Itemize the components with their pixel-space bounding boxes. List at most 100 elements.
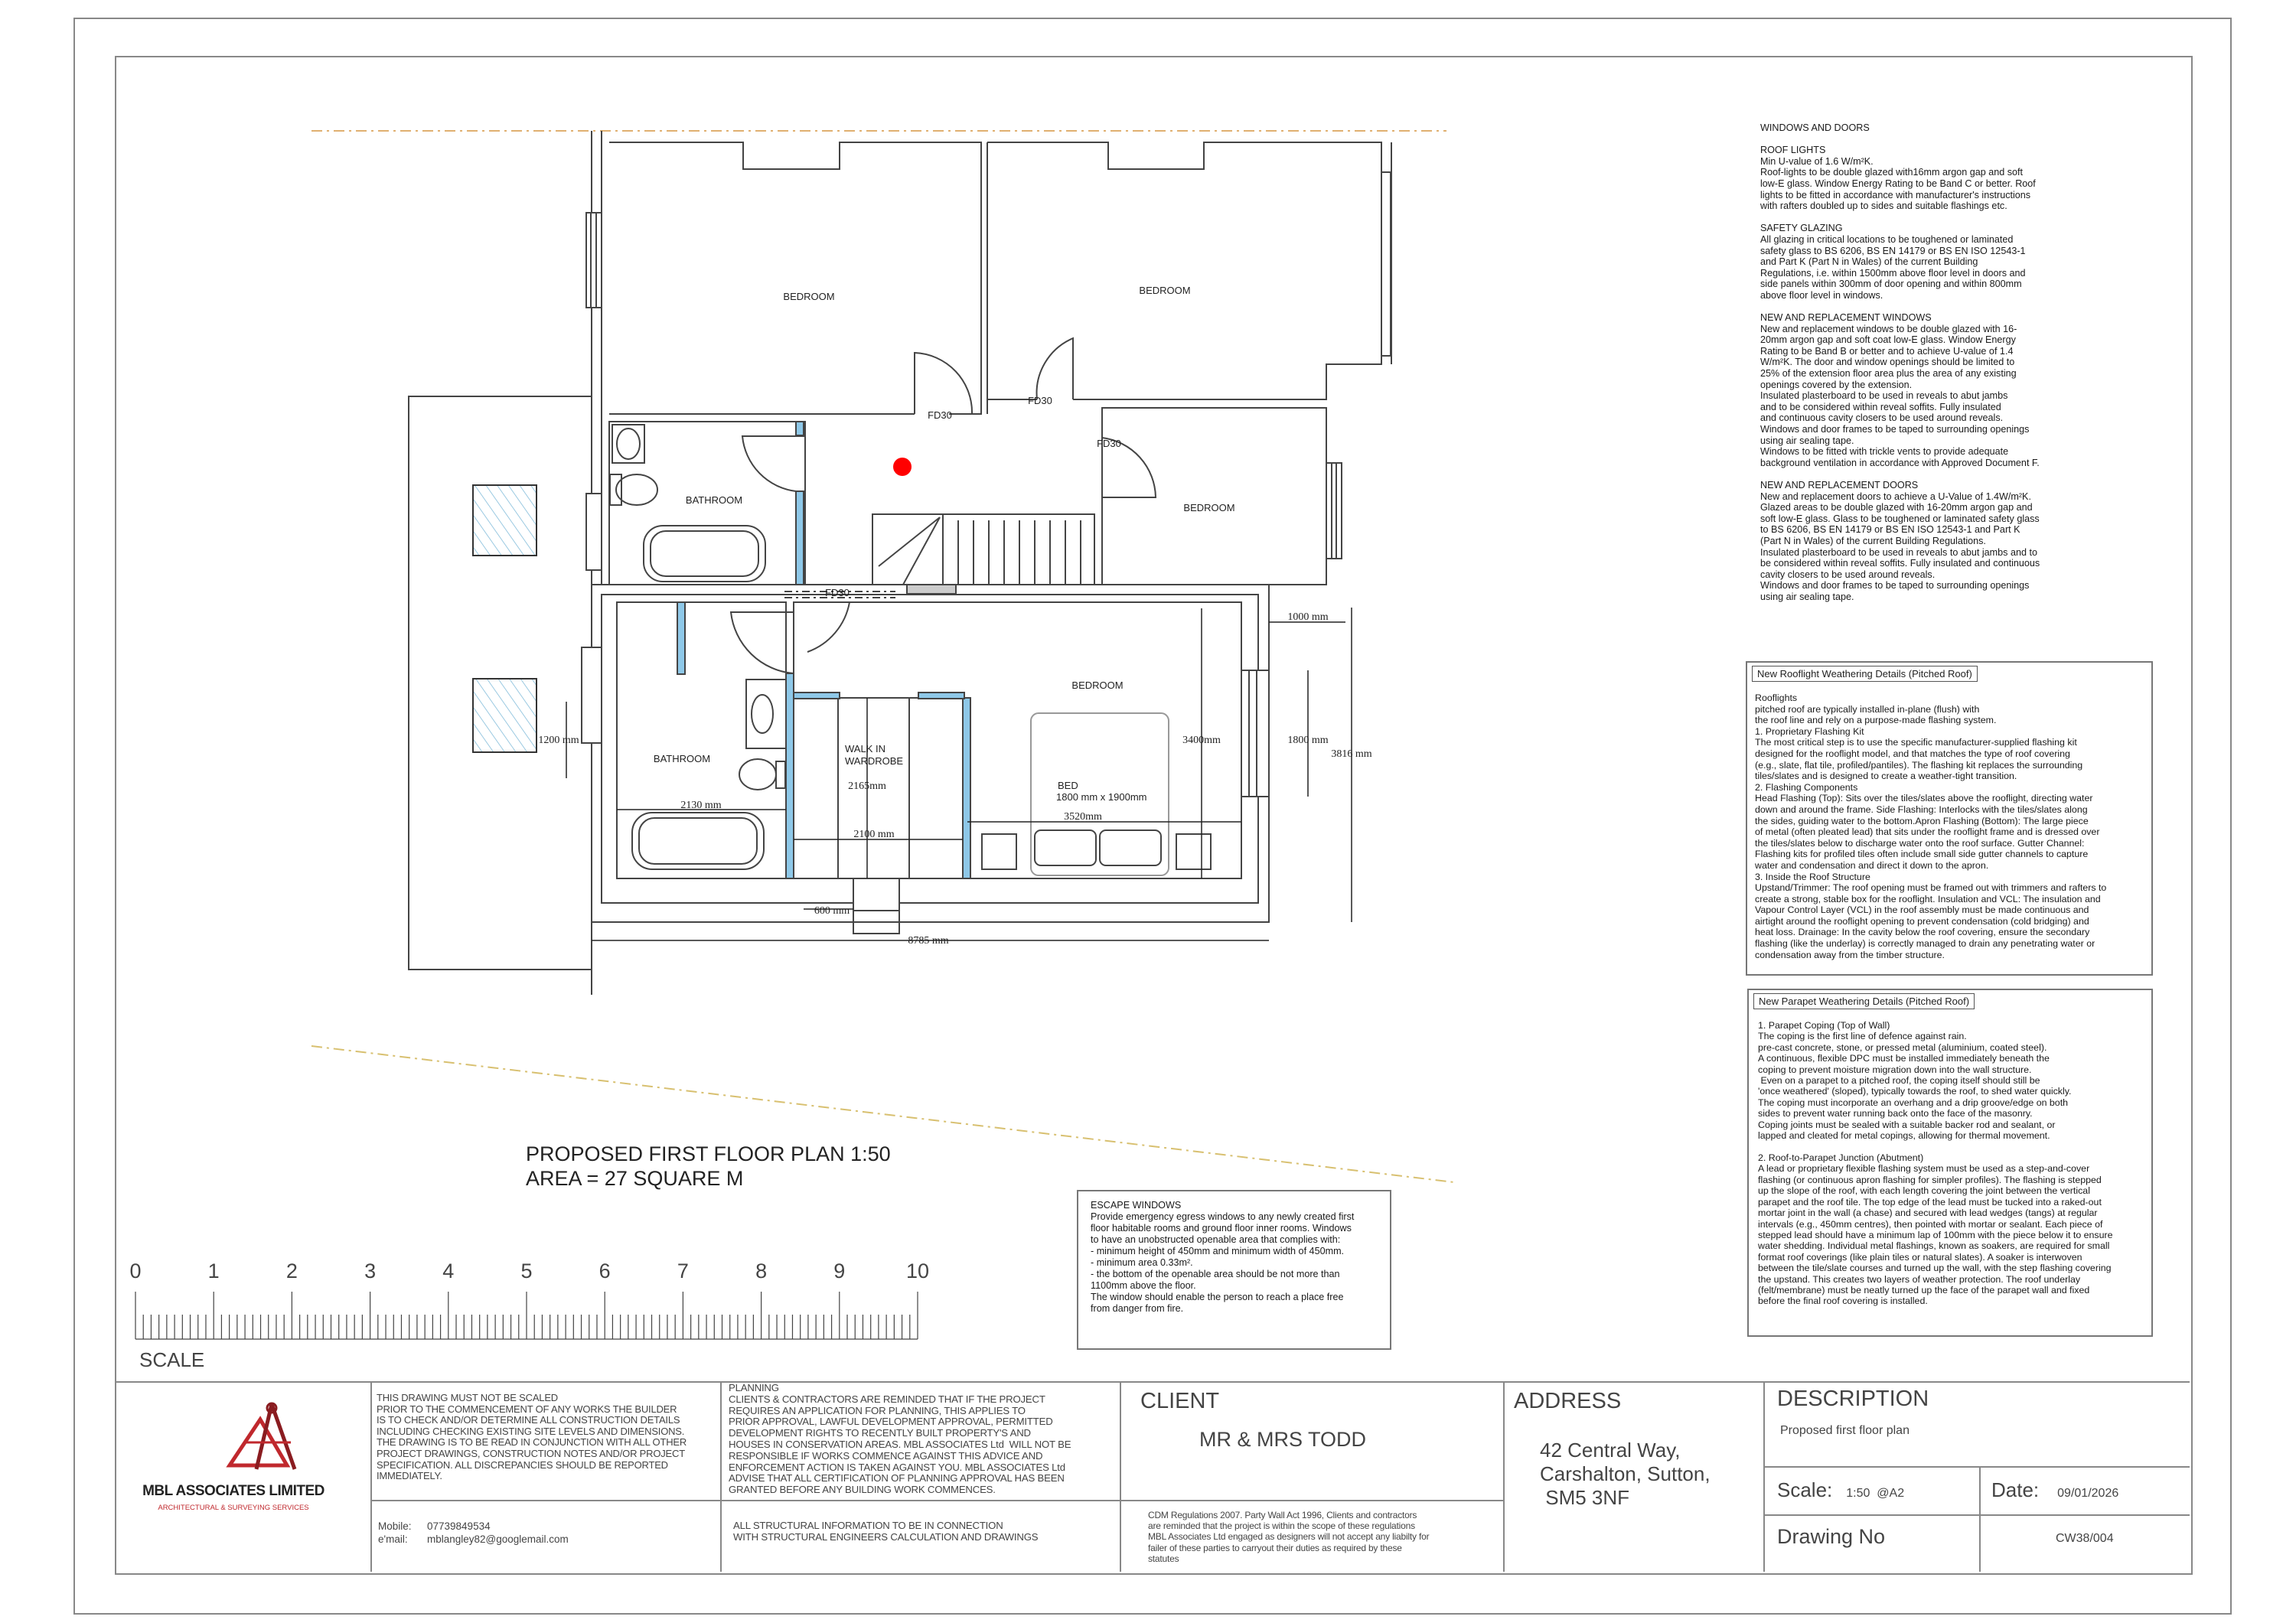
parapet-heading: New Parapet Weathering Details (Pitched …	[1753, 993, 1975, 1009]
text-line: PRIOR APPROVAL, LAWFUL DEVELOPMENT APPRO…	[729, 1416, 1053, 1428]
divider	[1763, 1466, 2190, 1468]
scale-bar-label: SCALE	[139, 1348, 204, 1371]
text-line: the tiles/slates below to discharge wate…	[1755, 837, 2085, 849]
text-line: and to be considered within reveal soffi…	[1760, 401, 2001, 412]
door-swing	[1035, 337, 1074, 400]
text-line: Even on a parapet to a pitched roof, the…	[1758, 1075, 2040, 1087]
door-swing	[729, 611, 794, 674]
door-label: FD30	[1097, 438, 1121, 449]
text-line: condensation away from the timber struct…	[1755, 949, 1945, 960]
text-line: water shedding. Individual metal flashin…	[1758, 1240, 2110, 1252]
client-label: CLIENT	[1140, 1389, 1220, 1413]
text-line: The coping must incorporate an overhang …	[1758, 1097, 2069, 1108]
text-line: up the slope of the roof, with each leng…	[1758, 1185, 2090, 1197]
window	[1241, 670, 1270, 797]
scale-bar-tick-label: 1	[208, 1260, 220, 1282]
scale-bar-tick-label: 8	[755, 1260, 767, 1282]
text-line	[1760, 468, 2040, 480]
escape-windows-box	[1077, 1190, 1391, 1350]
door-label: FD30	[928, 409, 952, 421]
text-line: background ventilation in accordance wit…	[1760, 457, 2040, 468]
text-line: (e.g., slate, flat tile, profiled/pantil…	[1755, 759, 2083, 771]
text-line: A lead or proprietary flexible flashing …	[1758, 1163, 2090, 1175]
bed	[1030, 712, 1169, 876]
text-line: to BS 6206, BS EN 14179 or BS EN ISO 125…	[1760, 524, 2020, 536]
cdm-notice: CDM Regulations 2007. Party Wall Act 199…	[1148, 1510, 1430, 1564]
text-line: pitched roof are typically installed in-…	[1755, 703, 1980, 715]
text-line: stepped lead should have a minimum lap o…	[1758, 1229, 2113, 1240]
text-line: MBL Associates Ltd engaged as designers …	[1148, 1531, 1430, 1543]
text-line: Insulated plasterboard to be used in rev…	[1760, 546, 2037, 558]
bedside-table	[981, 833, 1017, 870]
pillow	[1034, 829, 1097, 866]
parapet-notes-box	[1747, 989, 2153, 1337]
pillow	[1099, 829, 1162, 866]
text-line: 1. Parapet Coping (Top of Wall)	[1758, 1020, 1890, 1031]
company-name: MBL ASSOCIATES LIMITED	[142, 1483, 325, 1499]
door-label: FD30	[1028, 395, 1052, 406]
text-line: to have an unobstructed openable area th…	[1091, 1234, 1341, 1245]
dimension-label: 600 mm	[814, 905, 850, 917]
text-line: Windows and door frames to be taped to s…	[1760, 424, 2030, 435]
address: 42 Central Way,Carshalton, Sutton, SM5 3…	[1540, 1439, 1711, 1510]
text-line: Head Flashing (Top): Sits over the tiles…	[1755, 793, 2093, 804]
text-line: Upstand/Trimmer: The roof opening must b…	[1755, 882, 2107, 894]
text-line: SPECIFICATION. ALL DISCREPANCIES SHOULD …	[377, 1458, 668, 1471]
text-line: Roof-lights to be double glazed with16mm…	[1760, 167, 2024, 178]
text-line: failer of these parties to carryout thei…	[1148, 1542, 1402, 1553]
text-line: sides to prevent water running back onto…	[1758, 1108, 2033, 1119]
scale-bar-tick-label: 5	[520, 1260, 532, 1282]
divider	[370, 1381, 372, 1572]
text-line: safety glass to BS 6206, BS EN 14179 or …	[1760, 245, 2026, 256]
escape-stair	[853, 878, 900, 934]
rooflight-heading: New Rooflight Weathering Details (Pitche…	[1752, 666, 1978, 682]
drawing-no-value: CW38/004	[2056, 1532, 2114, 1545]
sheet-inner-border	[115, 56, 2193, 1575]
room-label: BATHROOM	[654, 753, 710, 764]
bathroom-new-walls	[616, 601, 787, 879]
date-label: Date:	[1991, 1478, 2040, 1501]
text-line: The most critical step is to use the spe…	[1755, 737, 2077, 748]
text-line: Glazed areas to be double glazed with 16…	[1760, 502, 2033, 513]
window	[585, 493, 602, 571]
bedroom-top-left-walls	[609, 142, 982, 415]
partition-wall	[677, 601, 686, 675]
text-line: 2. Flashing Components	[1755, 781, 1858, 793]
company-name-block: MBL ASSOCIATES LIMITED ARCHITECTURAL & S…	[122, 1483, 344, 1512]
divider	[1979, 1466, 1981, 1572]
plan-title: PROPOSED FIRST FLOOR PLAN 1:50	[526, 1142, 891, 1165]
date-value: 09/01/2026	[2057, 1487, 2119, 1500]
staircase	[872, 513, 1095, 595]
text-line: above floor level in windows.	[1760, 289, 1883, 301]
divider	[1763, 1381, 1765, 1572]
text-line: and Part K (Part N in Wales) of the curr…	[1760, 256, 1978, 268]
text-line: 'once weathered' (sloped), typically tow…	[1758, 1086, 2072, 1097]
scale-bar-tick-label: 3	[364, 1260, 376, 1282]
text-line: between the tile/slate courses and turne…	[1758, 1263, 2112, 1274]
text-line: Insulated plasterboard to be used in rev…	[1760, 390, 2008, 402]
divider	[720, 1381, 722, 1572]
bathtub	[631, 812, 765, 870]
text-line: New and replacement doors to achieve a U…	[1760, 490, 2031, 502]
bed-label: BED	[1058, 780, 1078, 791]
roof-light	[472, 484, 537, 556]
text-line: water and condensation and direct it dow…	[1755, 859, 1989, 871]
plan-area: AREA = 27 SQUARE M	[526, 1167, 744, 1190]
text-line	[1760, 212, 2040, 223]
text-line: floor habitable rooms and ground floor i…	[1091, 1223, 1352, 1234]
dimension-label: 3816 mm	[1331, 748, 1371, 760]
partition-wall	[795, 490, 804, 585]
text-line: create a strong, stable box for the roof…	[1755, 893, 2101, 904]
text-line: 42 Central Way,	[1540, 1439, 1681, 1462]
dimension-label: 2165mm	[848, 781, 886, 792]
text-line	[1760, 301, 2040, 313]
divider	[1120, 1381, 1121, 1572]
door-swing	[807, 601, 850, 653]
dimension-label: 3400mm	[1182, 735, 1221, 746]
text-line: The coping is the first line of defence …	[1758, 1031, 1967, 1042]
scale-bar-tick-label: 10	[906, 1260, 929, 1282]
